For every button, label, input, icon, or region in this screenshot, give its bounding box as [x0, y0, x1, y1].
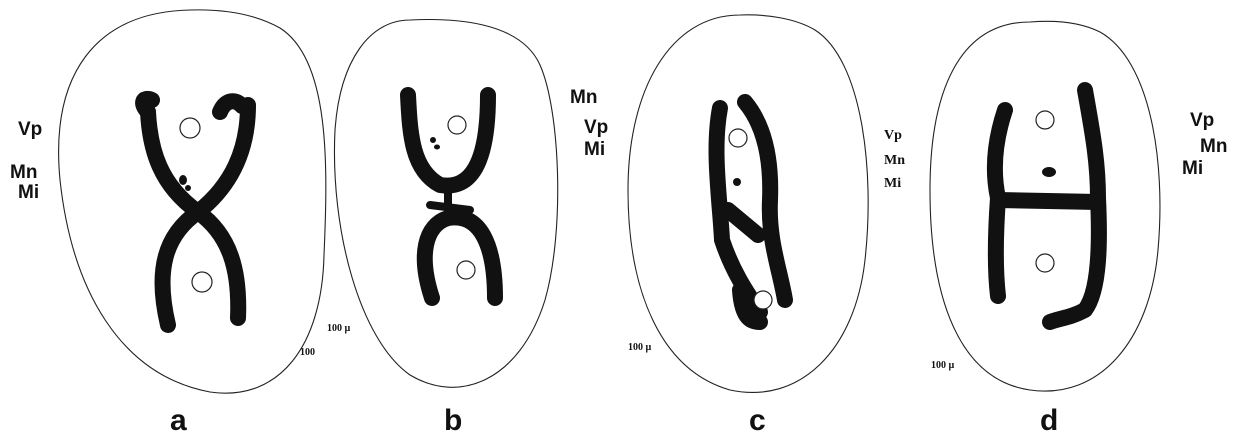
vacuole-circle: [729, 129, 747, 147]
panel-letter-d: d: [1040, 404, 1058, 437]
scale-label-a: 100 µ: [327, 323, 351, 334]
label-vp-a: Vp: [18, 119, 42, 140]
panel-letter-b: b: [444, 404, 462, 437]
scale-label-c: 100 µ: [628, 342, 652, 353]
panel-letter-a: a: [170, 404, 187, 437]
vacuole-circle: [1036, 254, 1054, 272]
label-vp-b: Vp: [584, 117, 608, 138]
panel-a: Vp Mn Mi 100 µ 100 a: [10, 10, 351, 437]
label-mi-a: Mi: [18, 182, 39, 203]
label-mi-c: Mi: [884, 176, 901, 191]
scale-label-a2: 100: [300, 347, 315, 358]
macronucleus-b: [408, 95, 488, 186]
label-vp-c: Vp: [884, 128, 902, 143]
panel-d: Vp Mn Mi 100 µ d: [930, 21, 1227, 437]
label-mn-d: Mn: [1200, 136, 1227, 157]
vacuole-circle: [754, 291, 772, 309]
vacuole-circle: [1036, 111, 1054, 129]
vacuole-circle: [448, 116, 466, 134]
scale-label-d: 100 µ: [931, 360, 955, 371]
label-mn-a: Mn: [10, 162, 37, 183]
vacuole-circle: [457, 261, 475, 279]
panel-letter-c: c: [749, 404, 766, 437]
cell-outline-c: [628, 15, 868, 393]
label-mn-c: Mn: [884, 153, 905, 168]
label-mn-b: Mn: [570, 87, 597, 108]
micronucleus-dot: [179, 175, 187, 185]
panel-c: Vp Mn Mi 100 µ c: [628, 15, 905, 437]
label-mi-b: Mi: [584, 139, 605, 160]
label-vp-d: Vp: [1190, 110, 1214, 131]
vacuole-circle: [192, 272, 212, 292]
label-mi-d: Mi: [1182, 158, 1203, 179]
panel-b: Mn Vp Mi b: [334, 20, 608, 437]
vacuole-circle: [180, 118, 200, 138]
